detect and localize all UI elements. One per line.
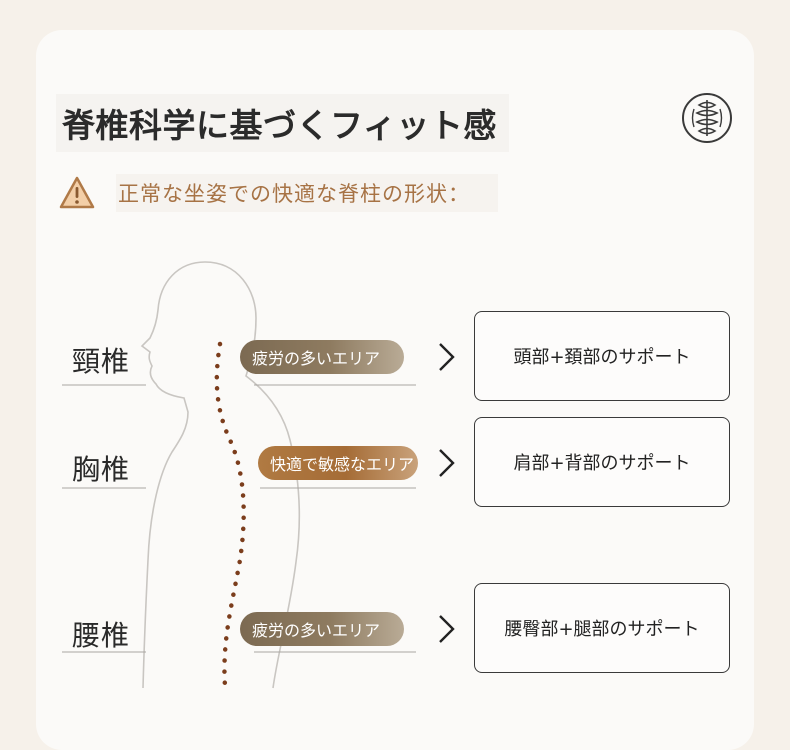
subtitle-row: 正常な坐姿での快適な脊柱の形状：	[58, 172, 498, 214]
support-box-cervical: 頭部+頚部のサポート	[474, 311, 730, 401]
region-label-lumbar: 腰椎	[72, 619, 131, 652]
area-pill-cervical: 疲労の多いエリア	[240, 340, 404, 374]
spine-icon	[682, 93, 732, 143]
chevron-right-icon	[439, 615, 455, 643]
subtitle-text: 正常な坐姿での快適な脊柱の形状：	[116, 174, 498, 212]
region-label-cervical: 頸椎	[72, 345, 131, 378]
warning-triangle-icon	[59, 176, 95, 209]
page-title: 脊椎科学に基づくフィット感	[62, 106, 497, 145]
region-label-thoracic: 胸椎	[72, 453, 131, 486]
title-bar: 脊椎科学に基づくフィット感	[56, 94, 509, 152]
area-pill-lumbar: 疲労の多いエリア	[240, 612, 404, 646]
area-pill-thoracic: 快適で敏感なエリア	[258, 446, 418, 480]
chevron-right-icon	[439, 449, 455, 477]
support-box-thoracic: 肩部+背部のサポート	[474, 417, 730, 507]
chevron-right-icon	[439, 343, 455, 371]
support-box-lumbar: 腰臀部+腿部のサポート	[474, 583, 730, 673]
